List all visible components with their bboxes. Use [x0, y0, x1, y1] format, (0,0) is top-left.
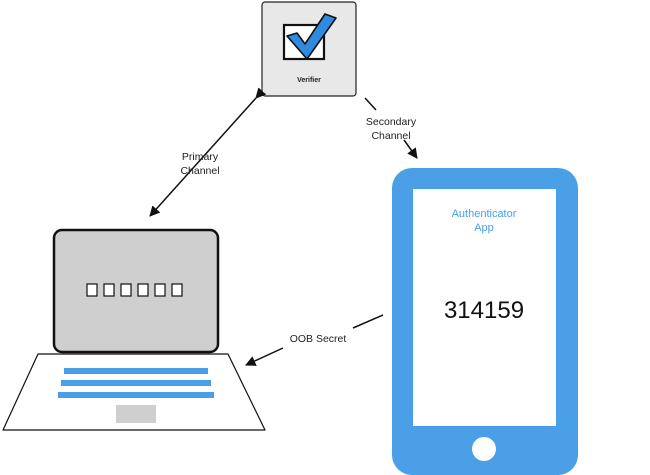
laptop-keyboard-row-3	[58, 392, 214, 398]
oob-secret-label: OOB Secret	[290, 333, 347, 345]
primary-channel-label-line2: Channel	[180, 165, 219, 177]
oob-secret-arrow-top	[352, 314, 384, 329]
laptop-password-dots	[86, 283, 183, 297]
laptop-keyboard-row-2	[61, 380, 211, 386]
phone: Authenticator App 314159	[392, 168, 578, 475]
secondary-channel-arrow-top	[364, 97, 377, 111]
oob-secret-arrow-bottom	[245, 347, 284, 366]
secondary-channel-label-line2: Channel	[371, 130, 410, 142]
phone-screen	[413, 189, 556, 426]
secondary-channel-label-line1: Secondary	[366, 116, 417, 128]
authenticator-app-label-line1: Authenticator	[452, 208, 517, 220]
primary-channel-label-line1: Primary	[182, 151, 219, 163]
phone-home-button	[472, 437, 496, 461]
authenticator-app-label-line2: App	[474, 222, 494, 234]
laptop-keyboard-row-1	[64, 368, 208, 374]
verifier-label: Verifier	[297, 77, 321, 84]
laptop-touchpad	[116, 405, 156, 423]
laptop	[2, 228, 266, 431]
verifier-node: Verifier	[261, 1, 357, 97]
laptop-screen	[52, 228, 220, 354]
checkbox-check-icon	[282, 13, 337, 61]
secondary-channel-arrow-bottom	[403, 139, 418, 159]
otp-code: 314159	[444, 297, 524, 324]
primary-channel-arrow	[149, 87, 267, 217]
